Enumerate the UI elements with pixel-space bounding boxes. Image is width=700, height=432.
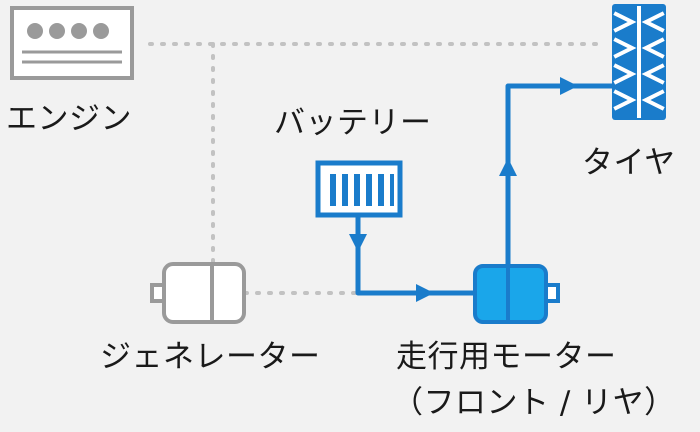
battery-label: バッテリー (274, 105, 432, 141)
motor-label: 走行用モーター (396, 339, 617, 375)
battery-icon (315, 160, 403, 218)
motor-sublabel: （フロント / リヤ） (392, 385, 676, 421)
engine-label: エンジン (6, 101, 132, 137)
generator-label: ジェネレーター (100, 339, 321, 375)
arrow-right-icon (416, 284, 434, 302)
motor-icon (473, 264, 560, 324)
battery-to-motor-line (355, 216, 476, 296)
generator-icon (150, 262, 246, 324)
arrow-down-icon (349, 234, 367, 252)
inactive-connections (148, 42, 602, 295)
tire-icon (612, 4, 666, 120)
tire-label: タイヤ (582, 145, 676, 181)
arrow-right-icon (560, 77, 578, 95)
arrow-up-icon (499, 158, 517, 176)
flow-arrows (349, 77, 578, 302)
engine-icon (10, 6, 134, 80)
